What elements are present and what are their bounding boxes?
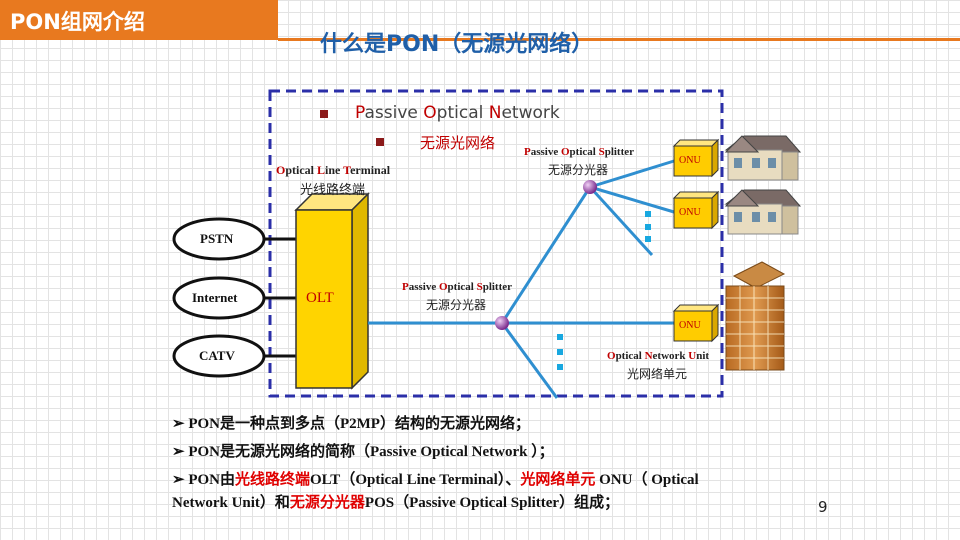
catv-label: CATV [199, 348, 235, 363]
section-header: PON组网介绍 [0, 0, 278, 40]
olt-box [295, 209, 353, 389]
house-icon [724, 189, 802, 235]
olt-caption-english: Optical Line Terminal [276, 163, 391, 177]
bullet-1: ➢ PON是一种点到多点（P2MP）结构的无源光网络； [172, 416, 530, 432]
olt-caption-chinese: 光线路终端 [300, 183, 366, 198]
pstn-label: PSTN [200, 231, 234, 246]
legend-chinese: 无源光网络 [420, 134, 496, 152]
building-icon [725, 261, 786, 371]
bullet-3: ➢ PON由光线路终端OLT（Optical Line Terminal）、光网… [172, 472, 699, 488]
bullet-2: ➢ PON是无源光网络的简称（Passive Optical Network ）… [172, 444, 554, 460]
slide-title: 什么是PON（无源光网络） [320, 32, 594, 57]
internet-node [172, 276, 266, 320]
onu-label-1: ONU [679, 155, 701, 166]
page-number: 9 [818, 498, 828, 516]
bullet-3-cont: Network Unit）和无源分光器POS（Passive Optical S… [172, 495, 620, 511]
splitter-top [583, 180, 597, 194]
fiber-lines [368, 159, 675, 399]
pon-boundary-box [268, 89, 724, 398]
internet-label: Internet [192, 290, 238, 305]
splitter-top-caption-english: Passive Optical Splitter [524, 146, 635, 158]
house-icon [724, 135, 802, 181]
olt-side [351, 192, 369, 390]
pstn-node [172, 217, 266, 261]
section-title: PON组网介绍 [10, 10, 145, 34]
onu-caption-english: Optical Network Unit [607, 350, 710, 362]
splitter-mid [495, 316, 509, 330]
legend-english: Passive Optical Network [355, 103, 560, 123]
olt-label: OLT [306, 290, 334, 306]
splitter-mid-caption-english: Passive Optical Splitter [402, 281, 513, 293]
splitter-top-caption-chinese: 无源分光器 [548, 163, 609, 177]
legend-bullet-1 [320, 110, 328, 118]
onu-box-1 [672, 138, 720, 178]
legend-bullet-2 [376, 138, 384, 146]
splitter-mid-caption-chinese: 无源分光器 [426, 298, 487, 312]
onu-box-3 [672, 303, 720, 343]
onu-label-2: ONU [679, 207, 701, 218]
continuation-dots [557, 211, 651, 370]
bullet-arrow-icon: ➢ [172, 472, 189, 488]
onu-caption-chinese: 光网络单元 [627, 367, 688, 381]
catv-node [172, 334, 266, 378]
bullet-arrow-icon: ➢ [172, 416, 189, 432]
onu-box-2 [672, 190, 720, 230]
bullet-arrow-icon: ➢ [172, 444, 189, 460]
onu-label-3: ONU [679, 320, 701, 331]
header-divider [278, 38, 960, 41]
